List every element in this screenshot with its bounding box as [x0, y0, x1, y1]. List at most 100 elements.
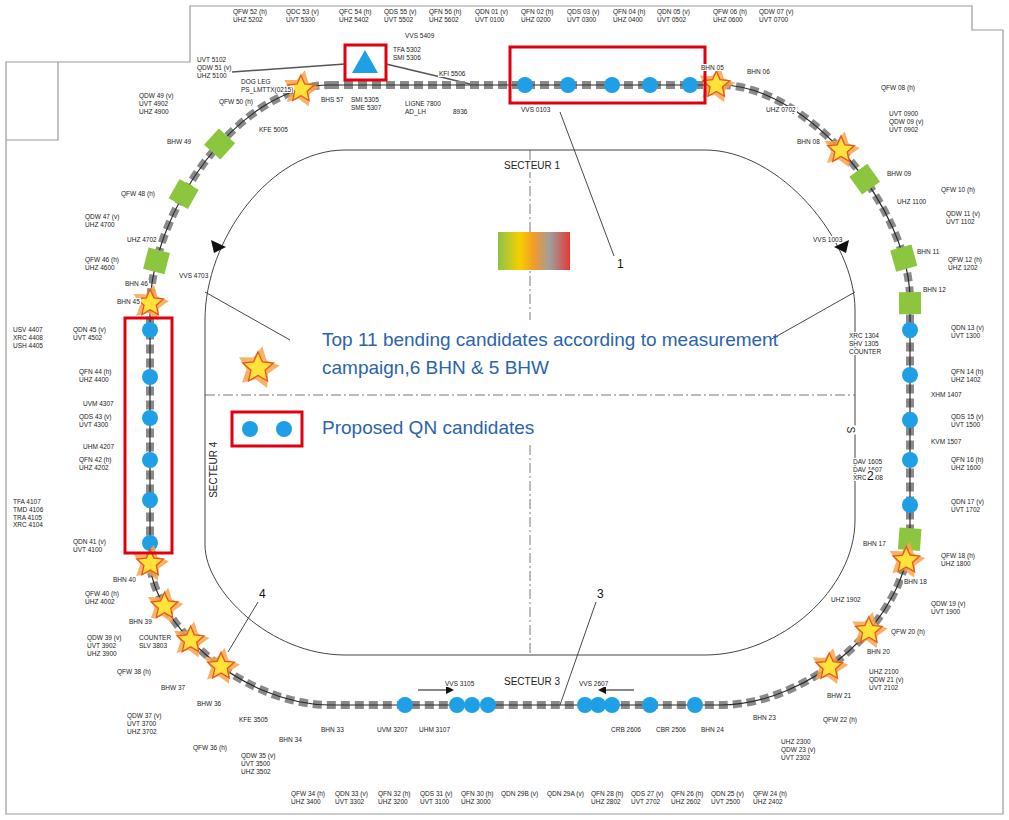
part-label: UVT 3700	[126, 720, 157, 727]
part-label: QFN 26 (h)	[670, 790, 705, 797]
part-label: PS_LMTTX(0215)	[240, 86, 294, 93]
part-label: UVT 1500	[950, 421, 981, 428]
part-label: UHZ 1902	[830, 596, 862, 603]
star-halo	[134, 545, 169, 581]
star-halo	[174, 622, 209, 658]
part-label: DAV 1605	[852, 458, 883, 465]
part-label: QDW 35 (v)	[240, 752, 276, 759]
part-label: QDW 47 (v)	[84, 213, 120, 220]
part-label: UHZ 0400	[612, 16, 644, 23]
sector-boundary	[205, 292, 290, 340]
part-label: BHN 11	[916, 248, 940, 255]
part-label: VVS 5409	[404, 32, 435, 39]
candidate-star	[151, 592, 178, 617]
part-label: TMD 4106	[12, 506, 44, 513]
part-label: UVT 1900	[930, 608, 961, 615]
part-label: UHZ 3200	[377, 798, 409, 805]
part-label: VVS 0103	[520, 106, 551, 113]
sector-divider	[205, 395, 855, 396]
part-label: UHZ 1600	[950, 464, 982, 471]
part-label: QFN 30 (h)	[460, 790, 495, 797]
part-label: QDW 21 (v)	[868, 676, 904, 683]
part-label: VVS 2607	[578, 680, 609, 687]
part-label: QFW 12 (h)	[947, 256, 983, 263]
part-label: QFN 32 (h)	[377, 790, 412, 797]
part-label: UVT 4100	[72, 546, 103, 553]
part-label: UVT 1300	[950, 332, 981, 339]
part-label: QDN 01 (v)	[474, 8, 509, 15]
candidate-star	[856, 617, 883, 642]
part-label: QDW 39 (v)	[86, 634, 122, 641]
part-label: UVT 3100	[419, 798, 450, 805]
part-label: QDN 05 (v)	[656, 8, 691, 15]
part-label: UHZ 5202	[232, 16, 264, 23]
part-label: BHN 18	[903, 578, 928, 585]
part-label: QFN 02 (h)	[520, 8, 555, 15]
part-label: UHM 3107	[418, 726, 451, 733]
part-label: QDW 51 (v)	[196, 64, 232, 71]
sector-boundary	[770, 292, 855, 340]
part-label: QFW 36 (h)	[192, 744, 228, 751]
part-label: QFN 16 (h)	[950, 456, 985, 463]
part-label: UHM 4207	[82, 443, 115, 450]
part-label: UVT 0100	[474, 16, 505, 23]
part-label: QDC 53 (v)	[285, 8, 320, 15]
part-label: QFW 34 (h)	[290, 790, 326, 797]
qn-candidate	[902, 367, 918, 383]
leader-line	[560, 602, 596, 705]
star-halo	[204, 648, 240, 684]
part-label: QFW 46 (h)	[84, 256, 120, 263]
qn-candidate	[642, 697, 658, 713]
part-label: QFW 22 (h)	[822, 716, 858, 723]
part-label: QDN 17 (v)	[950, 498, 985, 505]
legend-circle	[242, 421, 258, 437]
part-label: QFN 44 (h)	[78, 368, 113, 375]
part-label: QFW 38 (h)	[116, 668, 152, 675]
part-label: QDS 31 (v)	[419, 790, 454, 797]
part-label: QFW 40 (h)	[84, 590, 120, 597]
part-label: BHN 39	[128, 618, 153, 625]
part-label: UHZ 3000	[460, 798, 492, 805]
qn-candidate	[687, 697, 703, 713]
part-label: UHZ 2602	[670, 798, 702, 805]
part-label: CBR 2506	[655, 726, 687, 733]
star-halo	[852, 612, 887, 648]
part-label: UHZ 4700	[84, 221, 116, 228]
bhw-magnet	[849, 164, 880, 195]
beam-pipe	[150, 85, 910, 705]
candidate-star	[137, 289, 164, 314]
legend-box	[232, 412, 302, 446]
part-label: UHZ 1100	[896, 198, 927, 205]
part-label: UHZ 3900	[86, 650, 118, 657]
part-label: QDW 49 (v)	[138, 92, 174, 99]
qn-candidate	[142, 452, 158, 468]
part-label: UVT 3302	[334, 798, 365, 805]
candidate-star	[177, 626, 204, 651]
part-label: SHV 1305	[848, 340, 880, 347]
part-label: QFN 14 (h)	[950, 368, 985, 375]
part-label: BHN 17	[862, 540, 887, 547]
part-label: UVT 4502	[72, 334, 103, 341]
part-label: UVT 4300	[78, 421, 109, 428]
part-label: QDN 29B (v)	[500, 790, 539, 797]
part-label: UHZ 1402	[950, 376, 982, 383]
part-label: BHN 12	[922, 286, 947, 293]
part-label: QFW 06 (h)	[712, 8, 748, 15]
part-label: QFW 10 (h)	[940, 186, 976, 193]
part-label: SMI 5306	[392, 54, 422, 61]
legend-text: Top 11 bending candidates according to m…	[322, 326, 782, 382]
part-label: UHZ 2300	[780, 738, 812, 745]
part-label: QFW 24 (h)	[752, 790, 788, 797]
candidate-box	[125, 318, 172, 553]
part-label: QFW 18 (h)	[940, 552, 976, 559]
part-label: XRC 4408	[12, 334, 44, 341]
magnet-ring	[150, 85, 910, 705]
part-label: UHZ 1800	[940, 560, 972, 567]
part-label: QDW 37 (v)	[126, 712, 162, 719]
part-label: UVT 2500	[710, 798, 741, 805]
part-label: AD_LH	[404, 108, 427, 115]
part-label: XRC 4104	[12, 521, 44, 528]
part-label: QFN 56 (h)	[428, 8, 463, 15]
sector-label: S	[844, 426, 856, 435]
part-label: COUNTER	[848, 348, 882, 355]
